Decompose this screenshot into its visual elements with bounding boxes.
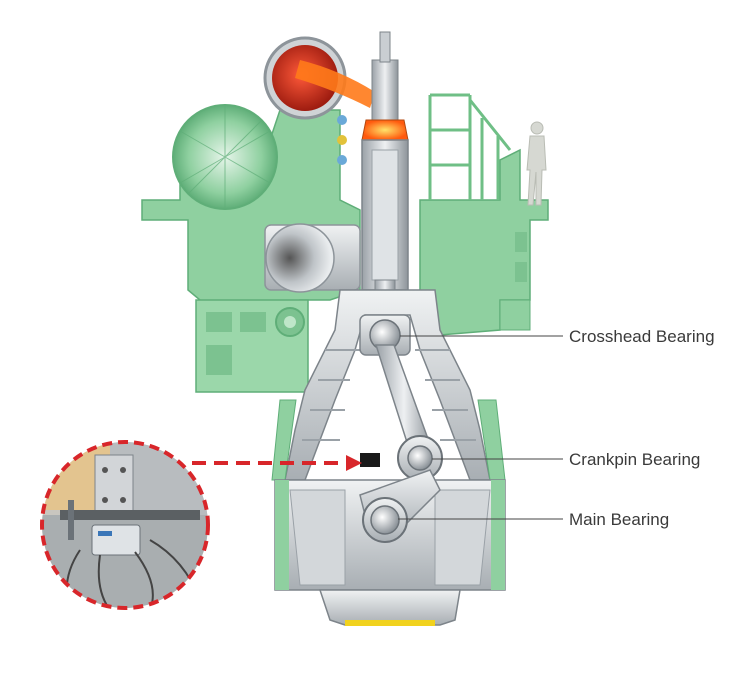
person-silhouette-icon xyxy=(526,121,547,206)
crankpin-bearing-label: Crankpin Bearing xyxy=(569,450,701,469)
crosshead-bearing-label: Crosshead Bearing xyxy=(569,327,715,346)
crankpin-bearing-icon xyxy=(407,445,433,471)
main-bearing-label: Main Bearing xyxy=(569,510,670,529)
sensor-photo-icon xyxy=(40,440,210,610)
callout-arrow xyxy=(192,455,362,471)
engine-upper-block xyxy=(141,36,549,393)
leader-lines xyxy=(398,335,563,520)
cylinder-column xyxy=(361,31,409,321)
running-gear xyxy=(359,314,443,543)
main-bearing-icon xyxy=(370,505,400,535)
